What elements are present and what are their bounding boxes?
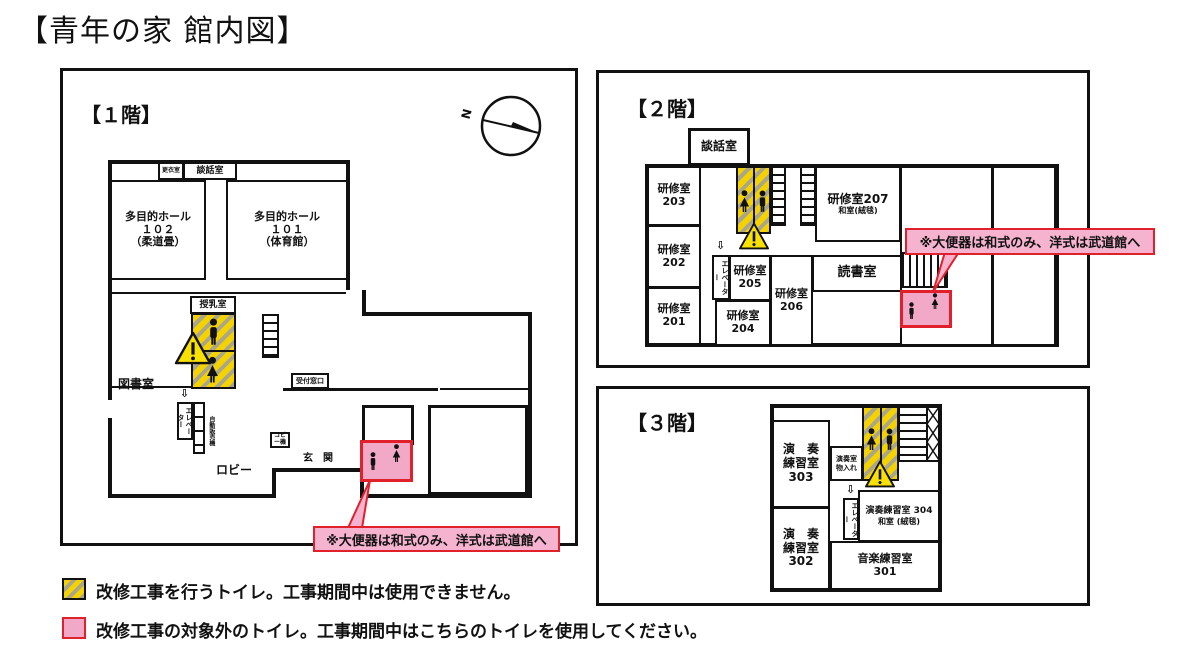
legend-text-available: 改修工事の対象外のトイレ。工事期間中はこちらのトイレを使用してください。: [96, 622, 707, 642]
wall: [360, 482, 364, 498]
floor3-label: 【３階】: [627, 411, 707, 435]
warning-icon: [864, 460, 896, 488]
vending-label: 自動販売機: [207, 416, 215, 446]
room-207-label: 研修室207: [827, 191, 889, 206]
elevator-3f: エレベーター: [843, 498, 859, 540]
elevator-arrow-icon: ⇩: [846, 483, 856, 496]
floor1-panel: 【１階】 N: [60, 68, 578, 546]
wall: [108, 494, 276, 498]
callout-note-2f: ※大便器は和式のみ、洋式は武道館へ: [905, 228, 1155, 255]
woman-icon: [739, 190, 750, 212]
compass-icon: N: [461, 95, 542, 157]
man-icon: [758, 190, 767, 212]
room-207: 研修室207 和室(絨毯): [815, 166, 901, 242]
room-207-sub: 和室(絨毯): [838, 206, 878, 216]
room-203: 研修室 203: [647, 166, 701, 226]
divider: [191, 350, 236, 352]
wall: [362, 290, 366, 316]
room-304: 演奏練習室 304 和室 (絨毯): [858, 490, 940, 542]
room-204: 研修室 204: [715, 300, 771, 346]
man-icon: [369, 452, 377, 470]
reception-window[interactable]: 受付窓口: [291, 373, 329, 389]
emergency-stairs: [926, 406, 940, 462]
hall-101: 多目的ホール １０１ （体育館）: [226, 180, 348, 280]
room-2f-east-b: [992, 166, 1056, 346]
callout-pointer: [346, 479, 371, 529]
legend-swatch-renovation: [62, 578, 86, 600]
elevator-arrow-icon: ⇩: [180, 387, 190, 400]
legend-swatch-available: [62, 617, 86, 639]
room-304-sub: 和室 (絨毯): [877, 516, 921, 526]
svg-text:N: N: [461, 107, 475, 120]
man-icon: [908, 302, 915, 319]
wall: [272, 468, 362, 472]
floor1-label: 【１階】: [81, 103, 161, 127]
changing-room: 更衣室: [158, 162, 184, 180]
lobby-label: ロビー: [216, 463, 253, 477]
hall-102: 多目的ホール １０２ （柔道畳）: [110, 180, 206, 280]
wall: [360, 494, 532, 498]
room-205: 研修室 205: [729, 255, 771, 301]
divider: [880, 406, 882, 481]
reading-room: 読書室: [812, 255, 902, 292]
wall: [528, 312, 532, 498]
man-icon: [885, 428, 894, 450]
room-202: 研修室 202: [647, 225, 701, 288]
woman-icon: [931, 293, 939, 309]
wall: [272, 468, 276, 498]
warning-icon: [174, 331, 212, 365]
vending-machines: [193, 402, 205, 454]
wall: [108, 418, 112, 498]
lounge-2f: 談話室: [688, 128, 750, 166]
copy-machine: コピー機: [270, 432, 290, 448]
page-title: 【青年の家 館内図】: [18, 14, 308, 49]
wall: [440, 388, 530, 390]
wall: [112, 386, 192, 388]
room-201: 研修室 201: [647, 287, 701, 345]
wall: [108, 160, 112, 400]
divider: [753, 166, 755, 234]
elevator-arrow-icon: ⇩: [716, 239, 726, 252]
elevator-1f: エレベーター: [177, 402, 193, 440]
stairs: [800, 166, 816, 226]
elevator-2f: エレベーター: [712, 255, 730, 300]
stairs: [898, 406, 928, 462]
available-toilet-1f: [360, 440, 413, 482]
entrance-label: 玄 関: [303, 453, 333, 464]
stairs: [771, 166, 786, 226]
storage-room: 演奏室 物入れ: [830, 446, 863, 481]
available-toilet-2f: [900, 290, 952, 328]
room-206: 研修室 206: [770, 255, 813, 346]
side-room: [428, 405, 528, 495]
woman-icon: [866, 428, 877, 450]
room-304-label: 演奏練習室 304: [865, 506, 933, 517]
floor2-label: 【２階】: [627, 97, 707, 121]
wall: [362, 312, 532, 316]
stairs: [262, 314, 279, 358]
wall: [112, 292, 346, 294]
nursing-room: 授乳室: [190, 296, 236, 314]
callout-note-1f: ※大便器は和式のみ、洋式は武道館へ: [313, 526, 560, 552]
warning-icon: [738, 222, 770, 250]
room-303: 演 奏 練習室 303: [772, 420, 830, 508]
room-301: 音楽練習室 301: [830, 541, 940, 590]
library-label: 図書室: [118, 377, 155, 391]
woman-icon: [392, 444, 401, 462]
callout-pointer: [932, 251, 961, 293]
legend-text-renovation: 改修工事を行うトイレ。工事期間中は使用できません。: [96, 583, 521, 603]
lounge-1f: 談話室: [183, 162, 237, 180]
wall: [346, 160, 350, 290]
wall: [283, 388, 438, 391]
room-302: 演 奏 練習室 302: [772, 507, 830, 590]
stair-room: [362, 405, 414, 445]
